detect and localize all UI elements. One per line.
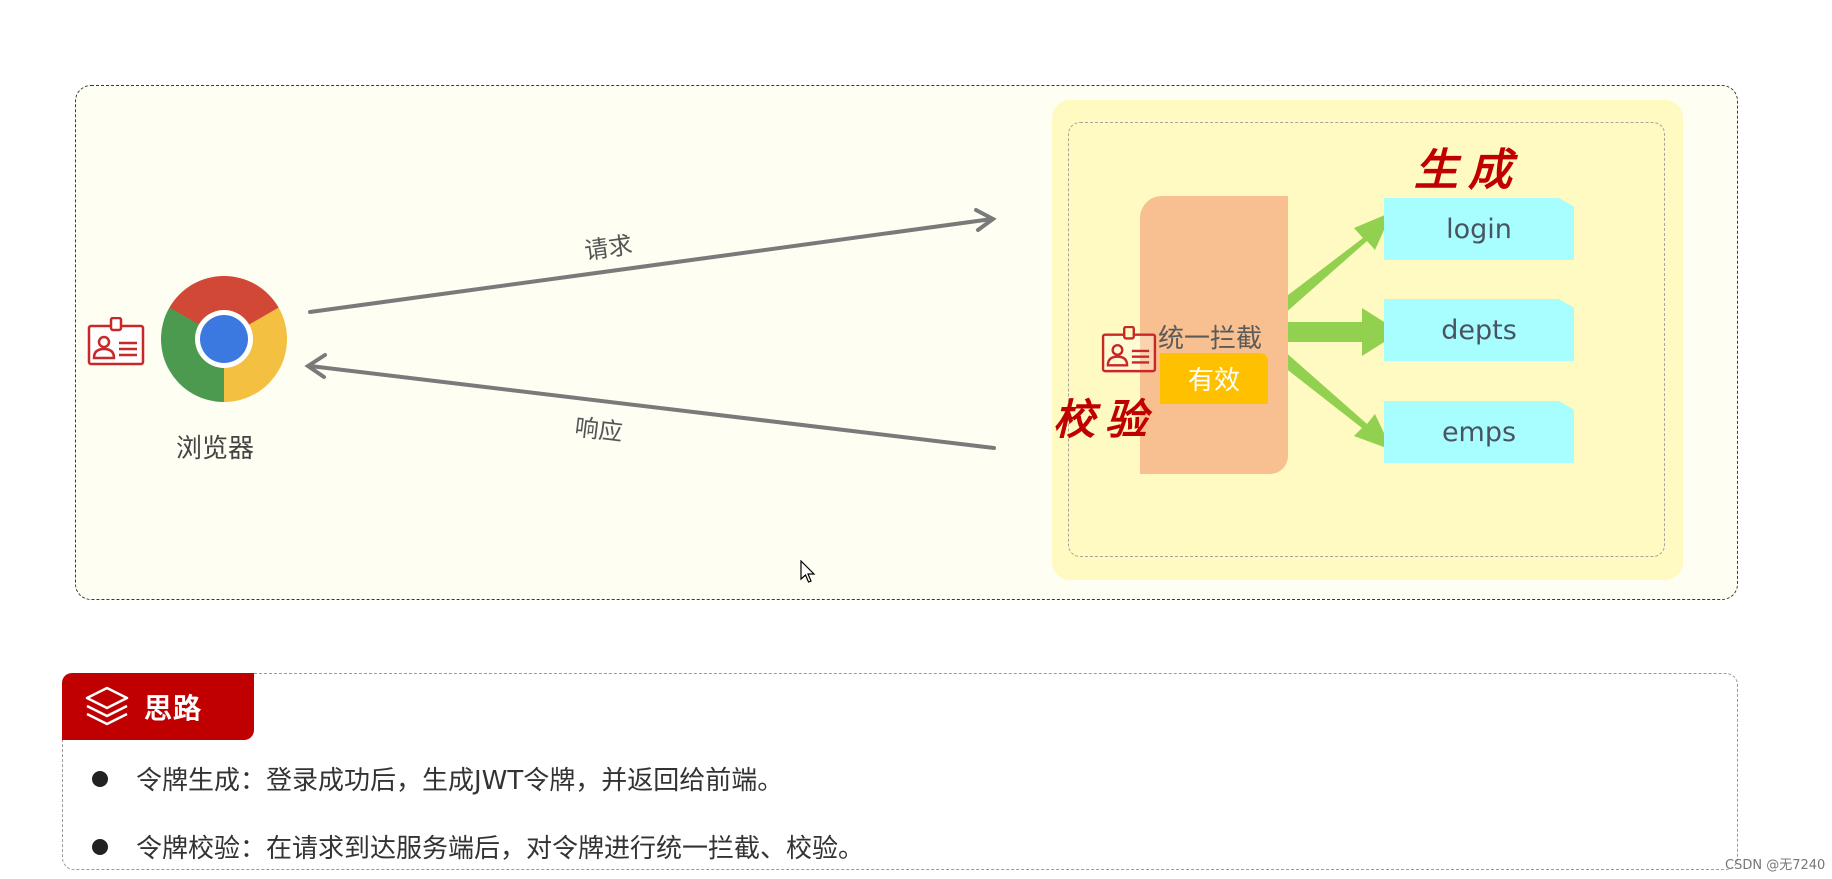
browser-label: 浏览器 xyxy=(176,434,255,464)
notes-panel xyxy=(62,673,1738,870)
note-item: 令牌生成：登录成功后，生成JWT令牌，并返回给前端。 xyxy=(92,760,783,797)
notes-tab: 思路 xyxy=(62,673,254,740)
layers-icon xyxy=(84,685,130,729)
note-text: 令牌生成：登录成功后，生成JWT令牌，并返回给前端。 xyxy=(136,766,784,796)
note-text: 令牌校验：在请求到达服务端后，对令牌进行统一拦截、校验。 xyxy=(136,834,865,864)
interceptor-label: 统一拦截 xyxy=(1158,324,1263,354)
notes-title: 思路 xyxy=(144,691,203,725)
mouse-cursor-icon xyxy=(800,559,816,588)
watermark: CSDN @无7240 xyxy=(1725,858,1826,873)
endpoint-login: login xyxy=(1384,198,1574,260)
id-card-icon xyxy=(87,316,145,367)
server-boundary xyxy=(1068,122,1665,557)
generate-label: 生成 xyxy=(1414,145,1522,196)
request-label: 请求 xyxy=(582,230,635,266)
id-card-icon xyxy=(1101,325,1157,374)
bullet-icon xyxy=(92,838,108,855)
chrome-browser-icon xyxy=(160,276,288,402)
endpoint-depts: depts xyxy=(1384,299,1574,361)
response-label: 响应 xyxy=(573,413,625,447)
note-item: 令牌校验：在请求到达服务端后，对令牌进行统一拦截、校验。 xyxy=(92,828,864,865)
bullet-icon xyxy=(92,770,108,787)
interceptor-block xyxy=(1140,196,1288,474)
valid-badge: 有效 xyxy=(1160,353,1268,404)
verify-label: 校验 xyxy=(1053,395,1158,444)
endpoint-emps: emps xyxy=(1384,401,1574,463)
